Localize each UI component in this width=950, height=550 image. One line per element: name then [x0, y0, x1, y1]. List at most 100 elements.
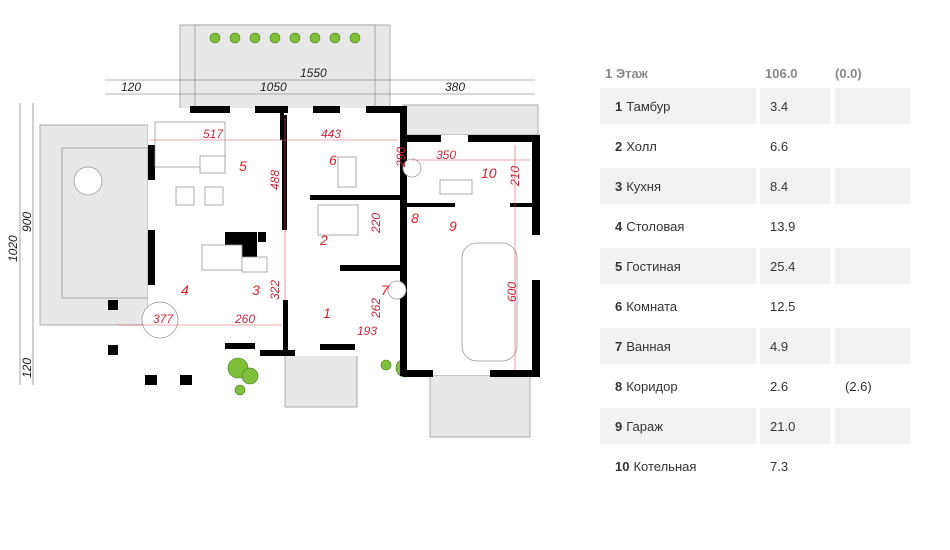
dimension-lines	[19, 79, 535, 385]
room-area: 12.5	[770, 298, 796, 314]
room-10: 10	[481, 165, 497, 181]
room-number: 1	[615, 98, 623, 114]
dim-main-depth: 900	[20, 212, 34, 232]
room-area: 3.4	[760, 88, 831, 124]
walls	[108, 106, 540, 385]
dim-377: 377	[153, 312, 174, 326]
floor-extra-area: (0.0)	[835, 65, 862, 81]
room-name: Котельная	[633, 458, 697, 474]
terraces	[39, 24, 539, 438]
room-area: 8.4	[760, 168, 831, 204]
room-area: 4.9	[760, 328, 831, 364]
room-number: 3	[615, 178, 623, 194]
dim-220: 220	[369, 213, 383, 234]
floor-plan: 1550 120 1050 380 1020 900 120 1 2 3 4 5…	[6, 24, 540, 438]
dim-210: 210	[508, 166, 522, 187]
room-area: 13.9	[770, 218, 796, 234]
dim-488: 488	[268, 170, 282, 190]
room-extra-area	[835, 208, 911, 244]
room-9: 9	[449, 218, 457, 234]
room-extra-area	[835, 88, 911, 124]
room-extra-area	[835, 248, 911, 284]
dim-350: 350	[436, 148, 456, 162]
dim-517: 517	[203, 127, 224, 141]
room-name: Ванная	[626, 338, 671, 354]
floor-total-area: 106.0	[765, 65, 798, 81]
dim-left-offset: 120	[121, 80, 141, 94]
room-number: 4	[615, 218, 623, 234]
dim-443: 443	[321, 127, 341, 141]
room-number: 5	[615, 258, 623, 274]
room-2: 2	[319, 232, 328, 248]
room-extra-area	[835, 288, 911, 324]
room-extra-area	[835, 328, 911, 364]
room-extra-area	[835, 128, 911, 164]
room-1: 1	[323, 305, 331, 321]
room-name: Тамбур	[626, 98, 671, 114]
room-number: 9	[615, 418, 623, 434]
dim-total-width: 1550	[300, 66, 327, 80]
room-area: 2.6	[770, 378, 789, 394]
room-area: 25.4	[760, 248, 831, 284]
room-5: 5	[239, 158, 247, 174]
room-area: 7.3	[770, 458, 789, 474]
room-name: Холл	[626, 138, 657, 154]
room-area: 21.0	[760, 408, 831, 444]
room-4: 4	[181, 282, 189, 298]
room-name: Комната	[626, 298, 678, 314]
room-area: 6.6	[770, 138, 789, 154]
room-extra-area	[835, 408, 911, 444]
room-3: 3	[252, 282, 260, 298]
table-header: 1 Этаж 106.0 (0.0)	[600, 60, 915, 86]
dim-main-width: 1050	[260, 80, 287, 94]
dim-bottom-offset: 120	[20, 358, 34, 378]
room-name: Кухня	[626, 178, 662, 194]
dim-290: 290	[394, 147, 408, 168]
dim-262: 262	[369, 298, 383, 319]
room-name: Гостиная	[626, 258, 681, 274]
outer-dimensions: 1550 120 1050 380 1020 900 120	[6, 66, 465, 378]
dim-garage-width: 380	[445, 80, 465, 94]
dim-322: 322	[268, 280, 282, 300]
dim-193: 193	[357, 324, 377, 338]
room-name: Гараж	[626, 418, 663, 434]
room-number: 8	[615, 378, 623, 394]
room-6: 6	[329, 152, 337, 168]
room-numbers: 1 2 3 4 5 6 7 8 9 10	[181, 152, 497, 321]
dim-600: 600	[505, 282, 519, 302]
room-name: Коридор	[626, 378, 678, 394]
room-extra-area: (2.6)	[845, 378, 872, 394]
room-extra-area	[835, 448, 911, 484]
room-extra-area	[835, 168, 911, 204]
furniture	[73, 121, 518, 362]
inner-dimensions: 517 443 488 290 350 210 220 322 377 260 …	[153, 127, 522, 338]
room-name: Столовая	[626, 218, 685, 234]
floor-name: 1 Этаж	[605, 65, 648, 81]
dim-total-depth: 1020	[6, 235, 20, 262]
room-number: 10	[615, 458, 630, 474]
room-number: 7	[615, 338, 623, 354]
room-number: 2	[615, 138, 623, 154]
room-number: 6	[615, 298, 623, 314]
room-7: 7	[381, 282, 390, 298]
room-8: 8	[411, 210, 419, 226]
